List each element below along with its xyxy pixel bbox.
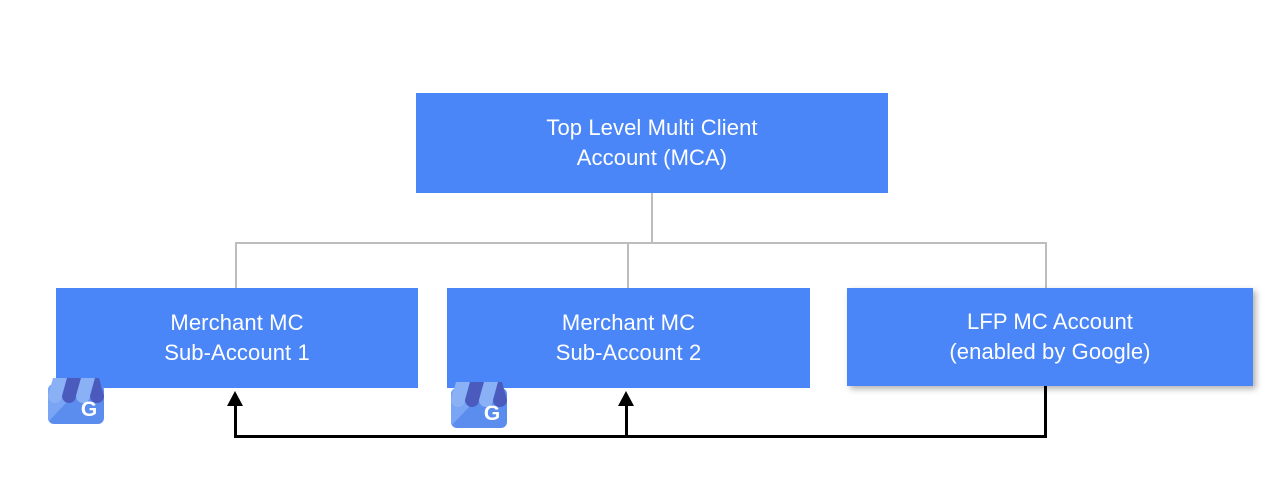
tree-connector-horizontal-bus xyxy=(235,242,1047,244)
flow-line-riser-sub2 xyxy=(625,404,628,438)
arrowhead-to-sub2-icon xyxy=(618,391,634,406)
flow-line-lfp-riser xyxy=(1044,386,1047,438)
svg-text:G: G xyxy=(81,398,97,421)
node-label-sub2: Merchant MC Sub-Account 2 xyxy=(555,310,702,365)
node-merchant-sub-account-2[interactable]: Merchant MC Sub-Account 2 xyxy=(447,288,810,388)
node-label-sub1: Merchant MC Sub-Account 1 xyxy=(164,310,310,365)
node-merchant-sub-account-1[interactable]: Merchant MC Sub-Account 1 xyxy=(56,288,418,388)
node-top-level-mca[interactable]: Top Level Multi Client Account (MCA) xyxy=(416,93,888,193)
tree-connector-mca-stem xyxy=(651,193,653,243)
node-label-lfp: LFP MC Account (enabled by Google) xyxy=(949,309,1151,364)
svg-text:G: G xyxy=(484,402,500,425)
tree-connector-drop-sub1 xyxy=(235,242,237,289)
flow-line-baseline xyxy=(234,435,1047,438)
tree-connector-drop-sub2 xyxy=(627,242,629,289)
google-my-business-storefront-icon: G xyxy=(451,382,507,428)
flow-line-riser-sub1 xyxy=(234,404,237,438)
node-label-mca: Top Level Multi Client Account (MCA) xyxy=(546,115,758,170)
tree-connector-drop-lfp xyxy=(1045,242,1047,289)
google-my-business-storefront-icon: G xyxy=(48,378,104,424)
arrowhead-to-sub1-icon xyxy=(227,391,243,406)
node-lfp-mc-account[interactable]: LFP MC Account (enabled by Google) xyxy=(847,288,1253,386)
